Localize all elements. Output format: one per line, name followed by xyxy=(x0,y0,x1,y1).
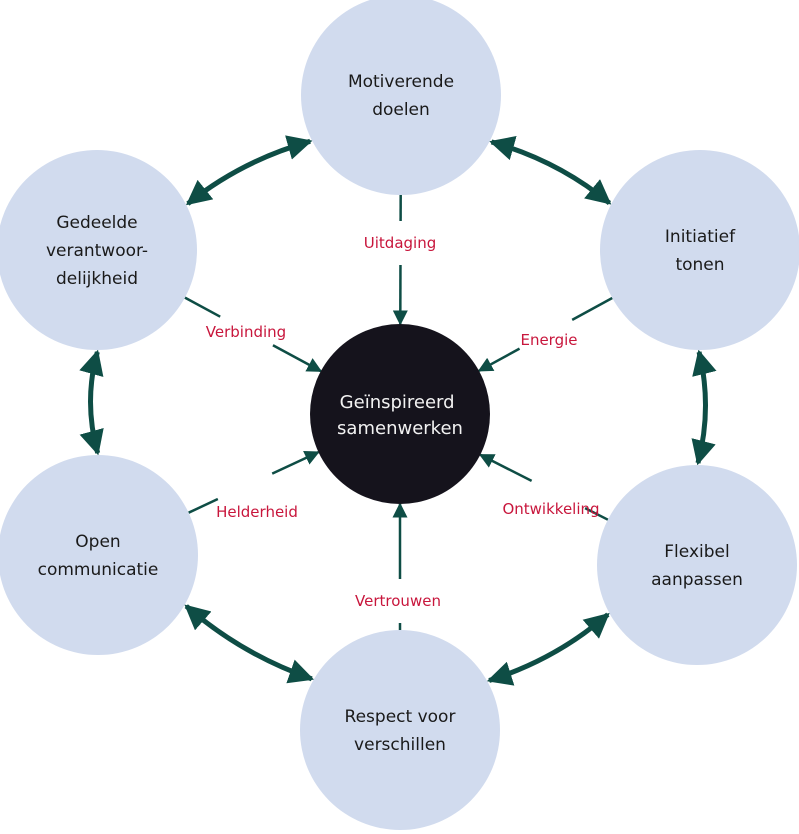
node-gedeelde-verantwoordelijkheid: Gedeelde verantwoor-delijkheid xyxy=(0,150,197,350)
node-label-line: Motiverende xyxy=(348,72,454,92)
spoke-arrow xyxy=(477,347,521,372)
node-open-communicatie: Open communicatie xyxy=(0,455,198,655)
node-label-line: Respect voor xyxy=(345,707,456,727)
center-label: Geïnspireerd samenwerken xyxy=(337,392,463,439)
node-circle xyxy=(300,630,500,830)
node-label-line: Flexibel xyxy=(664,542,729,562)
node-label-line: verantwoor- xyxy=(46,241,148,261)
node-label-line: Gedeelde xyxy=(56,213,137,233)
link-label-energie: Energie xyxy=(520,331,577,349)
node-flexibel-aanpassen: Flexibel aanpassen xyxy=(597,465,797,665)
node-label: Respect voor verschillen xyxy=(345,707,456,755)
link-label-helderheid: Helderheid xyxy=(216,503,298,521)
node-circle xyxy=(0,150,197,350)
node-label: Initiatief tonen xyxy=(665,227,736,275)
node-label-line: tonen xyxy=(675,255,724,275)
node-label-line: doelen xyxy=(372,100,430,120)
node-label-line: Open xyxy=(75,532,120,552)
node-circle xyxy=(0,455,198,655)
center-node: Geïnspireerd samenwerken xyxy=(310,324,490,504)
cycle-arrow-open-communicatie-gedeelde-verantwoordelijkheid xyxy=(79,349,104,456)
spoke-arrow xyxy=(272,344,323,373)
cycle-arrow-respect-voor-verschillen-open-communicatie xyxy=(184,604,315,684)
link-label-ontwikkeling: Ontwikkeling xyxy=(502,500,599,518)
node-motiverende-doelen: Motiverende doelen xyxy=(301,0,501,195)
node-label-line: verschillen xyxy=(354,735,446,755)
node-circle xyxy=(301,0,501,195)
link-label-verbinding: Verbinding xyxy=(206,323,286,341)
node-label-line: Initiatief xyxy=(665,227,736,247)
center-label-line-1: Geïnspireerd xyxy=(340,392,455,413)
cycle-arrows xyxy=(79,135,717,686)
spoke-line xyxy=(184,296,221,318)
node-label-line: aanpassen xyxy=(651,570,743,590)
link-label-vertrouwen: Vertrouwen xyxy=(355,592,441,610)
node-label-line: communicatie xyxy=(38,560,159,580)
node-label: Open communicatie xyxy=(38,532,159,580)
spoke-line xyxy=(584,506,609,521)
node-label: Gedeelde verantwoor-delijkheid xyxy=(46,213,148,289)
center-label-line-2: samenwerken xyxy=(337,418,463,439)
cycle-arrow-initiatief-tonen-flexibel-aanpassen xyxy=(691,349,717,466)
node-label: Motiverende doelen xyxy=(348,72,454,120)
center-circle xyxy=(310,324,490,504)
link-label-uitdaging: Uitdaging xyxy=(364,234,436,252)
node-circle xyxy=(600,150,799,350)
node-label-line: delijkheid xyxy=(56,269,138,289)
node-initiatief-tonen: Initiatief tonen xyxy=(600,150,799,350)
cycle-arrow-motiverende-doelen-initiatief-tonen xyxy=(489,136,612,205)
spoke-arrow xyxy=(271,450,320,475)
node-respect-voor-verschillen: Respect voor verschillen xyxy=(300,630,500,830)
spoke-arrows xyxy=(184,194,613,630)
node-label: Flexibel aanpassen xyxy=(651,542,743,590)
node-circle xyxy=(597,465,797,665)
spoke-line xyxy=(571,296,613,321)
spoke-line xyxy=(188,497,219,514)
spoke-arrow xyxy=(478,453,533,483)
cycle-arrow-gedeelde-verantwoordelijkheid-motiverende-doelen xyxy=(185,135,313,206)
cycle-arrow-flexibel-aanpassen-respect-voor-verschillen xyxy=(486,612,610,686)
